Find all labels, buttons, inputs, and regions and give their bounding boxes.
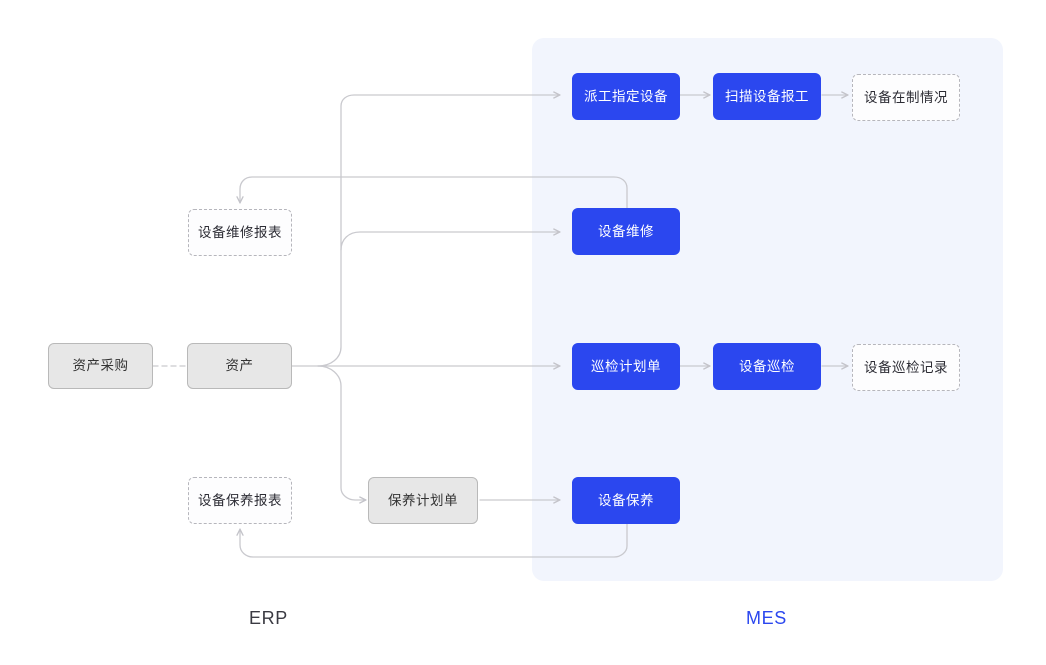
node-label: 资产采购 [72, 358, 129, 374]
node-label: 设备保养报表 [198, 492, 282, 508]
node-upkeep-plan[interactable]: 保养计划单 [368, 477, 478, 524]
node-equip-repair[interactable]: 设备维修 [572, 208, 680, 255]
node-label: 设备维修 [598, 223, 654, 239]
edge-asset-to-equip-repair [340, 228, 561, 251]
node-asset-purchase[interactable]: 资产采购 [48, 343, 153, 389]
node-upkeep-report[interactable]: 设备保养报表 [188, 477, 292, 524]
node-label: 设备巡检 [739, 358, 795, 374]
node-label: 设备保养 [598, 492, 654, 508]
node-label: 派工指定设备 [584, 88, 668, 104]
node-label: 扫描设备报工 [725, 88, 809, 104]
node-label: 资产 [225, 358, 254, 374]
node-scan-report[interactable]: 扫描设备报工 [713, 73, 821, 120]
node-equip-patrol[interactable]: 设备巡检 [713, 343, 821, 390]
lane-label-erp: ERP [249, 608, 288, 628]
node-patrol-record[interactable]: 设备巡检记录 [852, 344, 960, 391]
node-patrol-plan[interactable]: 巡检计划单 [572, 343, 680, 390]
edge-asset-to-upkeep-plan [317, 365, 367, 504]
node-label: 设备在制情况 [864, 89, 948, 105]
node-dispatch-equip[interactable]: 派工指定设备 [572, 73, 680, 120]
lane-label-mes: MES [746, 608, 787, 628]
node-repair-report[interactable]: 设备维修报表 [188, 209, 292, 256]
node-equip-upkeep[interactable]: 设备保养 [572, 477, 680, 524]
node-label: 保养计划单 [388, 492, 458, 508]
node-label: 设备维修报表 [198, 224, 282, 240]
node-label: 设备巡检记录 [864, 359, 948, 375]
node-wip-status[interactable]: 设备在制情况 [852, 74, 960, 121]
edge-asset-to-dispatch [317, 91, 561, 367]
node-label: 巡检计划单 [591, 358, 661, 374]
node-asset[interactable]: 资产 [187, 343, 292, 389]
